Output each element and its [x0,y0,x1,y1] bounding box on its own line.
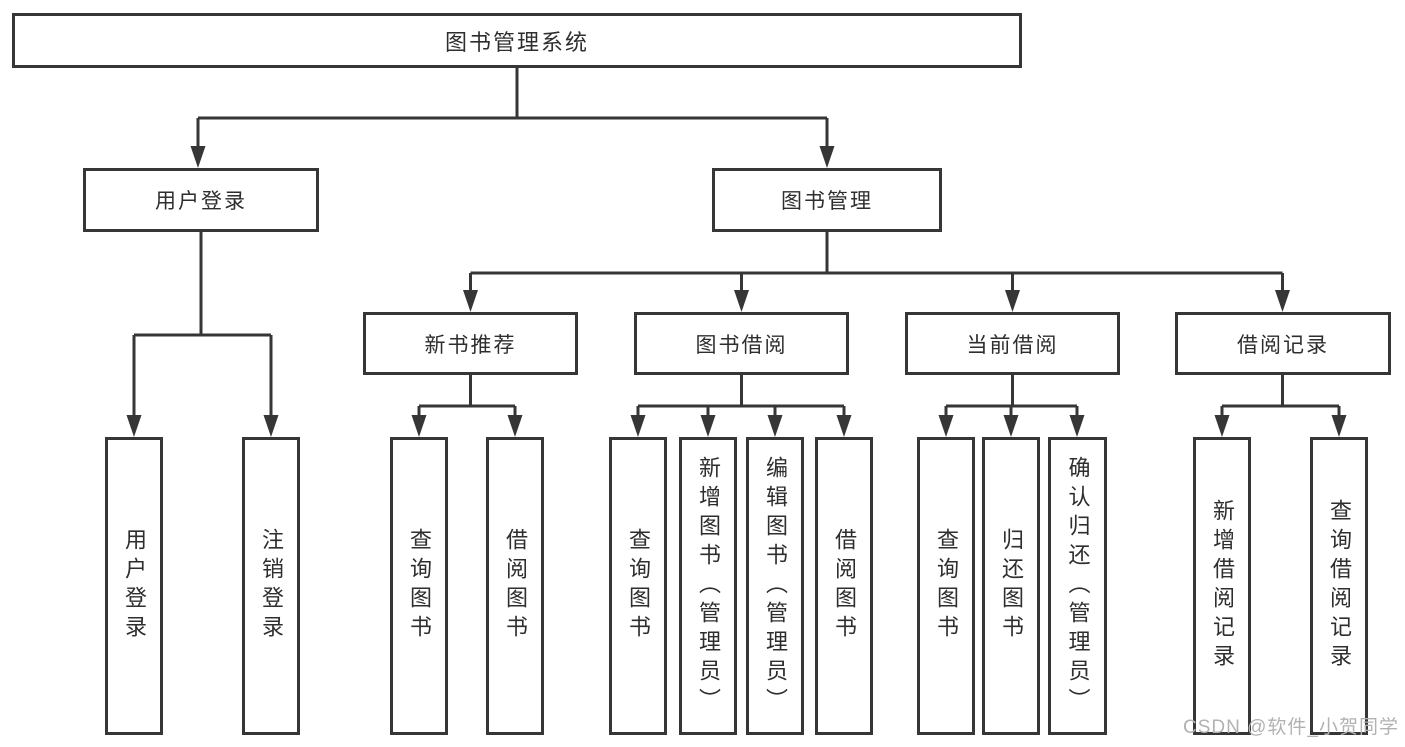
node-library-management-system: 图书管理系统 [12,13,1022,68]
leaf-query-borrow-record: 查询借阅记录 [1310,437,1368,735]
node-label: 查询借阅记录 [1327,499,1352,673]
leaf-add-borrow-record: 新增借阅记录 [1193,437,1251,735]
leaf-return-books: 归还图书 [982,437,1040,735]
node-label: 确认归还（管理员） [1065,455,1091,717]
csdn-watermark: CSDN @软件_小贺同学 [1183,717,1399,738]
node-label: 新书推荐 [424,333,517,357]
leaf-edit-book-admin: 编辑图书（管理员） [746,437,804,735]
leaf-query-books-2: 查询图书 [609,437,667,735]
node-label: 新增借阅记录 [1210,499,1235,673]
leaf-borrow-books-2: 借阅图书 [815,437,873,735]
node-label: 归还图书 [999,528,1024,644]
leaf-confirm-return-admin: 确认归还（管理员） [1048,437,1107,735]
node-borrow-records: 借阅记录 [1175,312,1391,375]
node-label: 用户登录 [122,528,147,644]
node-label: 新增图书（管理员） [696,455,721,717]
node-label: 编辑图书（管理员） [763,455,788,717]
leaf-user-login: 用户登录 [105,437,163,735]
node-label: 注销登录 [259,528,284,644]
leaf-borrow-books: 借阅图书 [486,437,544,735]
node-label: 借阅图书 [503,528,528,644]
node-label: 查询图书 [934,528,959,644]
node-label: 借阅记录 [1237,333,1329,357]
node-label: 图书借阅 [695,333,788,357]
node-label: 借阅图书 [832,528,857,644]
node-label: 当前借阅 [966,333,1059,357]
leaf-add-book-admin: 新增图书（管理员） [679,437,737,735]
node-label: 用户登录 [155,190,247,213]
node-label: 查询图书 [626,528,651,644]
node-book-management: 图书管理 [712,168,942,232]
leaf-query-books-3: 查询图书 [917,437,975,735]
node-new-book-recommend: 新书推荐 [363,312,578,375]
node-user-login: 用户登录 [83,168,319,232]
node-label: 图书管理系统 [444,29,589,55]
node-label: 查询图书 [407,528,432,644]
leaf-query-books: 查询图书 [390,437,448,735]
node-book-borrowing: 图书借阅 [634,312,849,375]
node-current-borrowing: 当前借阅 [905,312,1120,375]
node-label: 图书管理 [781,190,873,213]
leaf-logout: 注销登录 [242,437,300,735]
